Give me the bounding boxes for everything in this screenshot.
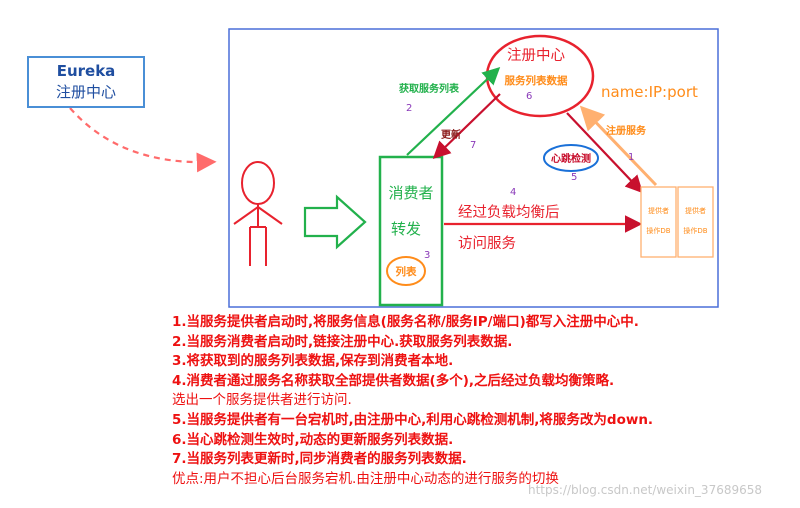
note-item: 选出一个服务提供者进行访问.: [172, 392, 352, 409]
eureka-title: Eureka: [56, 62, 116, 80]
consumer-label: 消费者: [388, 184, 433, 202]
note-item: 2.当服务消费者启动时,链接注册中心.获取服务列表数据.: [172, 333, 513, 350]
eureka-subtitle: 注册中心: [55, 83, 116, 101]
step-2-marker: 2: [406, 103, 412, 114]
local-list-label: 列表: [396, 265, 417, 278]
registry-to-provider-arrow: [566, 112, 644, 194]
registry-address-label: name:IP:port: [601, 83, 698, 101]
register-service-label: 注册服务: [606, 124, 647, 137]
user-figure-icon: [233, 161, 283, 266]
step-7-marker: 7: [470, 140, 476, 151]
load-balance-label: 经过负载均衡后: [458, 204, 560, 221]
provider-group: 提供者 操作DB 提供者 操作DB: [640, 186, 714, 258]
update-list-arrow: [432, 93, 501, 160]
note-item: 4.消费者通过服务名称获取全部提供者数据(多个),之后经过负载均衡策略.: [172, 372, 615, 389]
access-service-label: 访问服务: [458, 235, 516, 252]
step-1-marker: 1: [628, 152, 634, 163]
diagram-frame: [228, 28, 719, 308]
provider-1-db-label: 操作DB: [646, 226, 670, 235]
note-item: 5.当服务提供者有一台宕机时,由注册中心,利用心跳检测机制,将服务改为down.: [172, 411, 654, 428]
update-label: 更新: [441, 128, 461, 141]
note-item: 1.当服务提供者启动时,将服务信息(服务名称/服务IP/端口)都写入注册中心中.: [172, 314, 639, 330]
eureka-label-box: Eureka 注册中心: [27, 56, 145, 108]
step-5-marker: 5: [571, 172, 577, 183]
note-item: 3.将获取到的服务列表数据,保存到消费者本地.: [172, 353, 454, 370]
provider-2-label: 提供者: [685, 206, 706, 215]
step-3-marker: 3: [424, 250, 430, 261]
consumer-forward-label: 转发: [391, 220, 421, 238]
local-list-circle: [386, 256, 426, 286]
step-6-marker: 6: [526, 91, 532, 102]
note-item: 优点:用户不担心后台服务宕机.由注册中心动态的进行服务的切换: [172, 470, 559, 487]
watermark-text: https://blog.csdn.net/weixin_37689658: [528, 483, 763, 497]
register-service-arrow: [579, 105, 658, 187]
provider-2-db-label: 操作DB: [683, 226, 707, 235]
provider-box: [677, 186, 714, 258]
note-item: 7.当服务列表更新时,同步消费者的服务列表数据.: [172, 451, 467, 468]
provider-1-label: 提供者: [648, 206, 669, 215]
fetch-list-label: 获取服务列表: [398, 82, 460, 95]
eureka-pointer-arrow: [69, 107, 217, 173]
registry-subtitle: 服务列表数据: [505, 74, 568, 87]
request-flow-arrow-icon: [303, 194, 367, 250]
heartbeat-check-node: [543, 144, 599, 172]
step-4-marker: 4: [510, 187, 516, 198]
provider-box: [640, 186, 677, 258]
registry-title: 注册中心: [507, 47, 565, 64]
notes-list: 1.当服务提供者启动时,将服务信息(服务名称/服务IP/端口)都写入注册中心中.…: [172, 313, 797, 489]
fetch-list-arrow: [406, 66, 501, 156]
heartbeat-label: 心跳检测: [551, 152, 591, 165]
note-item: 6.当心跳检测生效时,动态的更新服务列表数据.: [172, 431, 454, 448]
